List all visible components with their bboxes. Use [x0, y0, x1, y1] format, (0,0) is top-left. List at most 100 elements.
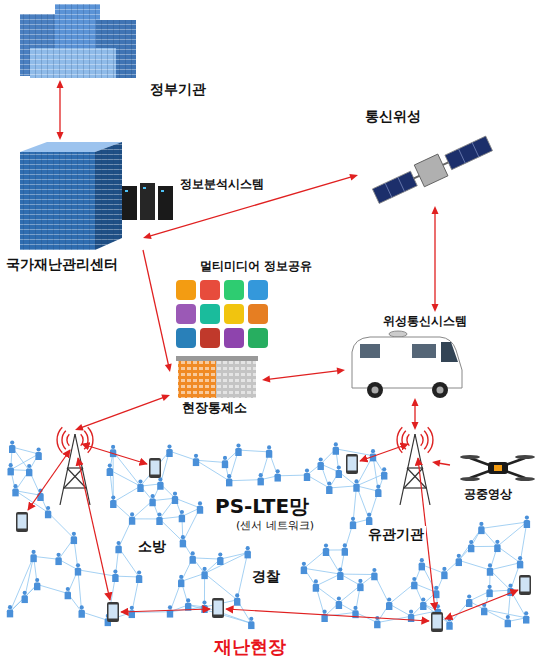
- phones: [16, 454, 531, 632]
- people-figures-part: [110, 445, 116, 457]
- node-label: PS-LTE망: [213, 495, 311, 518]
- connector-arrow: [57, 80, 64, 140]
- drone-picture-part: [515, 477, 535, 481]
- center-building-picture: [20, 142, 122, 250]
- government-building-picture: [20, 4, 136, 78]
- node-label: 멀티미디어 정보공유: [198, 260, 314, 274]
- node-label: 위성통신시스템: [381, 315, 469, 329]
- connector-arrow: [412, 398, 419, 430]
- sensor-mesh-lines-part: [490, 563, 520, 570]
- satellite-van-picture-part: [367, 382, 383, 398]
- tower-left-signal-part: [88, 427, 93, 452]
- connector-arrow: [432, 460, 450, 467]
- people-figures-part: [517, 556, 523, 568]
- field-links-part: [82, 444, 147, 464]
- group-label: 소방: [136, 538, 168, 554]
- tower-right-signal-part: [424, 431, 428, 449]
- people-figures-part: [366, 513, 372, 525]
- tower-right-signal-part: [397, 427, 402, 452]
- people-figures-part: [185, 598, 191, 610]
- sensor-mesh-lines-part: [357, 486, 379, 491]
- people-figures-part: [258, 473, 264, 485]
- people-figures-part: [75, 563, 81, 575]
- government-building-picture-part: [30, 48, 116, 78]
- node-label: 현장통제소: [180, 401, 249, 416]
- control-post-picture: [176, 356, 258, 398]
- satellite-picture-part: [459, 149, 466, 164]
- multimedia-icons-part: [200, 304, 220, 324]
- connector-line: [81, 397, 165, 428]
- people-figures-part: [350, 517, 356, 529]
- field-links: [28, 444, 518, 621]
- sensor-mesh-lines-part: [389, 584, 414, 605]
- arrow-head: [262, 376, 270, 383]
- drone-picture-part: [460, 455, 480, 459]
- people-figures-part: [381, 467, 387, 479]
- people-figures-part: [180, 535, 186, 547]
- tower-right-part: [407, 467, 423, 468]
- sensor-mesh-lines-part: [196, 460, 225, 462]
- people-figures-part: [45, 506, 51, 518]
- sensor-mesh-lines-part: [11, 454, 39, 470]
- sensor-mesh-lines-part: [329, 486, 356, 488]
- phones-part: [107, 602, 119, 622]
- field-links-part: [78, 458, 110, 600]
- people-figures-part: [248, 617, 254, 629]
- node-label: 정부기관: [148, 81, 208, 97]
- people-figures-part: [149, 494, 155, 506]
- multimedia-icons-part: [224, 304, 244, 324]
- people-figures-part: [386, 597, 392, 609]
- people-figures-part: [336, 465, 342, 477]
- people-figures-part: [217, 553, 223, 565]
- people-figures-part: [30, 550, 36, 562]
- people-figures-part: [468, 540, 474, 552]
- server-picture: [122, 183, 173, 220]
- control-post-picture-part: [216, 361, 256, 398]
- sensor-mesh-lines-part: [113, 451, 140, 486]
- drone-picture-part: [460, 477, 480, 481]
- site-label: 재난현장: [212, 637, 288, 658]
- people-figures-part: [112, 570, 118, 582]
- connector-line: [434, 212, 435, 306]
- center-building-picture-part: [95, 142, 122, 250]
- sensor-mesh-lines-part: [153, 498, 175, 500]
- sensor-mesh-lines-part: [471, 546, 497, 547]
- people-figures-part: [275, 469, 281, 481]
- server-picture-part: [125, 190, 128, 192]
- sensor-mesh-lines-part: [229, 480, 261, 481]
- drone-picture-part: [494, 465, 502, 471]
- people-figures-part: [375, 485, 381, 497]
- multimedia-node: 멀티미디어 정보공유: [160, 258, 325, 352]
- people-figures-part: [172, 492, 178, 504]
- sensor-mesh-lines-part: [340, 574, 374, 575]
- tower-left-part: [67, 468, 86, 488]
- sensor-mesh-lines-part: [25, 556, 34, 597]
- sensor-mesh-lines-part: [132, 518, 159, 519]
- field-links-part: [445, 590, 518, 619]
- people-figures-part: [193, 454, 199, 466]
- center-building-picture-part: [20, 152, 95, 250]
- sensor-mesh-lines-part: [304, 550, 326, 568]
- government-node: 정부기관: [10, 5, 225, 102]
- connector-arrow: [143, 250, 172, 372]
- tower-left-signal-part: [67, 434, 69, 445]
- people-figures-part: [222, 456, 228, 468]
- tower-right-signal-part: [421, 434, 423, 445]
- people-figures-part: [137, 480, 143, 492]
- node-label: 통신위성: [363, 108, 423, 124]
- server-picture-part: [161, 190, 164, 192]
- people-figures-part: [486, 585, 492, 597]
- people-figures-part: [523, 611, 529, 623]
- drone-picture: [460, 455, 535, 481]
- sensor-mesh-lines-part: [304, 568, 340, 574]
- server-picture-part: [143, 187, 146, 189]
- sensor-mesh-lines-part: [422, 565, 445, 574]
- sensor-mesh-lines-part: [316, 574, 340, 586]
- people-figures-part: [9, 441, 15, 453]
- field-links-part: [28, 450, 70, 510]
- people-figures-part: [226, 474, 232, 486]
- sensor-mesh-lines-part: [316, 586, 339, 603]
- field-links-part: [226, 609, 429, 621]
- people-figures-part: [110, 496, 116, 508]
